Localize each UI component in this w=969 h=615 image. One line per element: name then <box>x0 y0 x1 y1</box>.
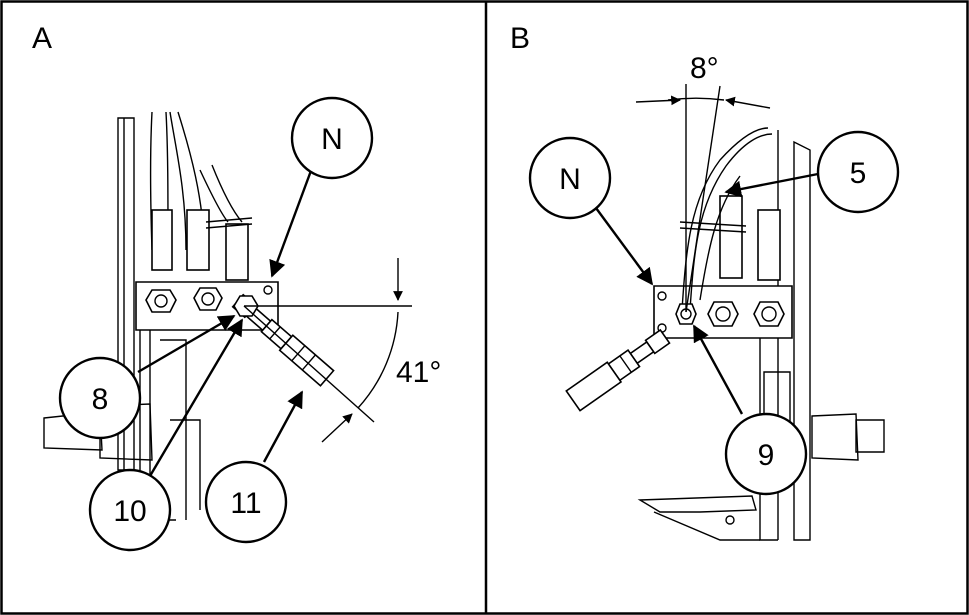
callout-b-9: 9 <box>692 324 808 496</box>
callout-a-11: 11 <box>204 390 304 544</box>
panel-a-assembly <box>43 111 335 521</box>
callout-a-10-label: 10 <box>113 495 146 528</box>
callout-b-5: 5 <box>724 130 900 214</box>
callout-a-10: 10 <box>88 318 244 552</box>
panel-a-angle-label: 41° <box>396 356 441 389</box>
callout-b-5-label: 5 <box>850 157 867 190</box>
panel-b: B <box>510 22 900 541</box>
callout-a-8: 8 <box>58 314 236 440</box>
panel-b-letter: B <box>510 22 530 55</box>
callout-b-9-label: 9 <box>758 439 775 472</box>
panel-a-angle-dimension: 41° <box>243 258 441 443</box>
panel-b-angle-dimension: 8° <box>635 52 771 313</box>
callout-b-n-label: N <box>559 163 581 196</box>
callout-a-n: N <box>269 96 374 278</box>
panel-b-angle-label: 8° <box>690 52 719 85</box>
callout-b-n: N <box>528 136 653 286</box>
panel-a-letter: A <box>32 22 52 55</box>
panel-a: A <box>32 22 441 552</box>
callout-a-8-label: 8 <box>92 383 109 416</box>
callout-a-n-label: N <box>321 123 343 156</box>
callout-a-11-label: 11 <box>230 487 261 520</box>
